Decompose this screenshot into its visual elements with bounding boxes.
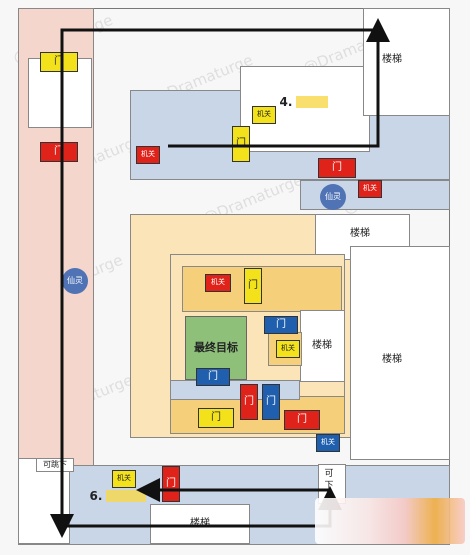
door-yellow-bottom-center[interactable]: 门 xyxy=(198,408,234,428)
switch-gold-small[interactable]: 机关 xyxy=(276,340,300,358)
door-red-bottom[interactable]: 门 xyxy=(162,466,180,502)
final-goal-label: 最终目标 xyxy=(194,341,238,355)
jump-can-label: 可 xyxy=(324,469,334,480)
stairs-label-bottom: 楼梯 xyxy=(190,517,210,529)
route-arrow-bottom-right xyxy=(62,486,342,528)
switch-top-right[interactable]: 机关 xyxy=(358,180,382,198)
stairs-label-inner: 楼梯 xyxy=(312,339,332,351)
spirit-left[interactable]: 仙灵 xyxy=(62,268,88,294)
door-yellow-top-center[interactable]: 门 xyxy=(232,126,250,162)
spirit-top-right[interactable]: 仙灵 xyxy=(320,184,346,210)
switch-top-left[interactable]: 机关 xyxy=(136,146,160,164)
room-inner-white xyxy=(300,310,345,382)
switch-gold-top[interactable]: 机关 xyxy=(205,274,231,292)
door-red-top-right[interactable]: 门 xyxy=(318,158,356,178)
door-red-center[interactable]: 门 xyxy=(240,384,258,420)
door-red-right-center[interactable]: 门 xyxy=(284,410,320,430)
room-bottom-white-stairs xyxy=(150,504,250,544)
door-red-left[interactable]: 门 xyxy=(40,142,78,162)
door-blue-left[interactable]: 门 xyxy=(196,368,230,386)
step-6-number: 6. xyxy=(89,488,103,503)
room-right-stairs-white xyxy=(350,246,450,460)
room-final-goal xyxy=(185,316,247,380)
stairs-label-center: 楼梯 xyxy=(350,227,370,239)
route-arrow-top-loop xyxy=(50,28,378,538)
jump-down-label: 可跳下 xyxy=(36,458,74,472)
door-yellow-gold-top[interactable]: 门 xyxy=(244,268,262,304)
door-yellow-left-top[interactable]: 门 xyxy=(40,52,78,72)
door-blue-inner[interactable]: 门 xyxy=(264,316,298,334)
brush-decoration xyxy=(315,498,465,544)
step-4-number: 4. xyxy=(279,94,293,109)
switch-top-center[interactable]: 机关 xyxy=(252,106,276,124)
door-blue-center[interactable]: 门 xyxy=(262,384,280,420)
route-arrow-step4 xyxy=(168,18,390,148)
step-4-highlight xyxy=(296,96,328,108)
switch-right-blue[interactable]: 机关 xyxy=(316,434,340,452)
switch-bottom[interactable]: 机关 xyxy=(112,470,136,488)
stairs-label-top-right: 楼梯 xyxy=(382,53,402,65)
stairs-label-right: 楼梯 xyxy=(382,353,402,365)
